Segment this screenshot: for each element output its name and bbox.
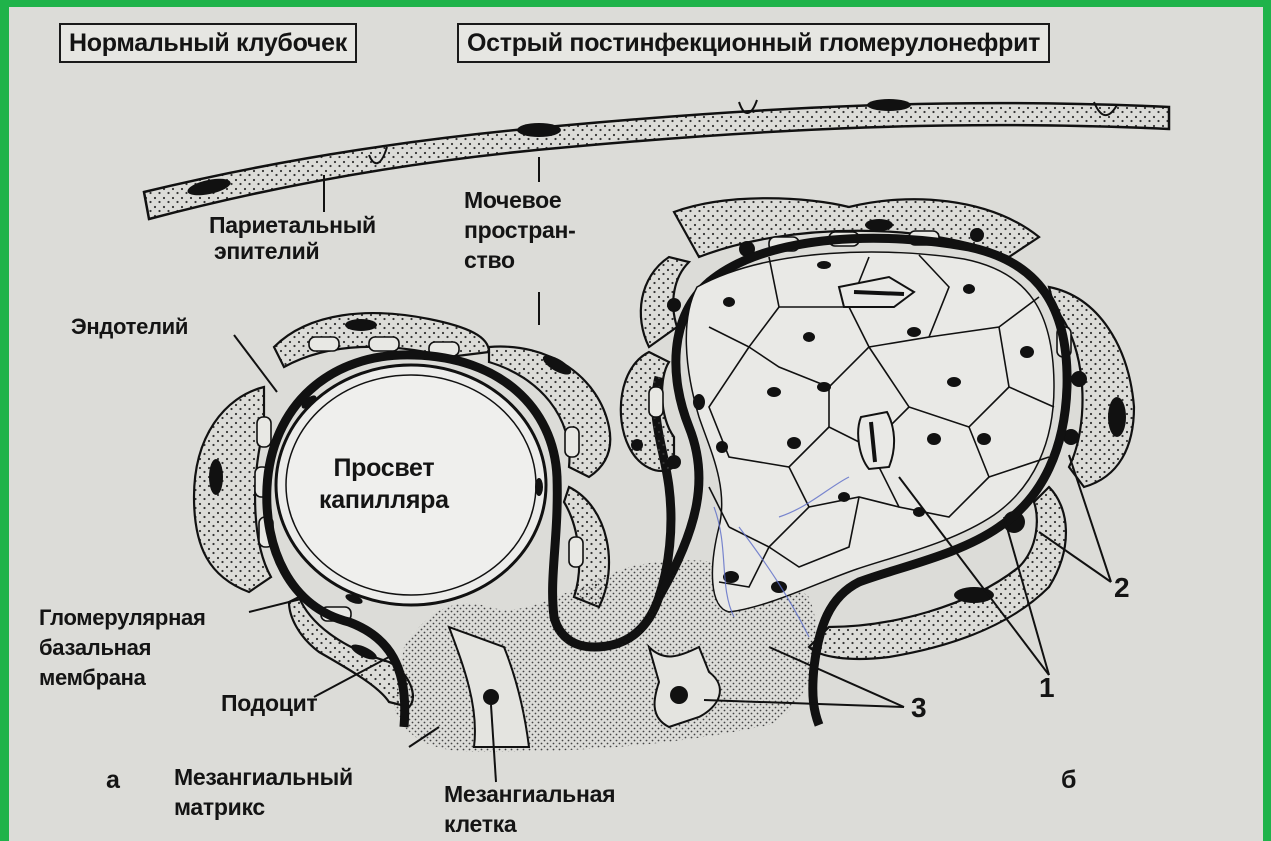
glomerulus-diagram	[9, 7, 1263, 841]
label-gbm-line2: базальная	[39, 633, 206, 663]
label-mesangial-cell-line2: клетка	[444, 809, 615, 839]
label-lumen-line1: Просвет	[319, 452, 449, 484]
label-parietal-epithelium: Париетальный эпителий	[209, 212, 376, 264]
title-post-infectious-gn: Острый постинфекционный гломерулонефрит	[457, 23, 1050, 63]
label-parietal-line1: Париетальный	[209, 212, 376, 238]
label-mesangial-cell: Мезангиальная клетка	[444, 779, 615, 839]
label-panel-b: б	[1061, 767, 1076, 793]
marker-1: 1	[1039, 675, 1054, 701]
marker-3: 3	[911, 695, 926, 721]
label-urinary-line3: ство	[464, 245, 575, 275]
label-gbm-line3: мембрана	[39, 663, 206, 693]
label-capillary-lumen: Просвет капилляра	[319, 452, 449, 516]
label-matrix-line1: Мезангиальный	[174, 762, 353, 792]
label-parietal-line2: эпителий	[214, 238, 376, 264]
label-urinary-space: Мочевое простран- ство	[464, 185, 575, 275]
label-gbm-line1: Гломерулярная	[39, 603, 206, 633]
label-urinary-line1: Мочевое	[464, 185, 575, 215]
label-gbm: Гломерулярная базальная мембрана	[39, 603, 206, 693]
label-mesangial-cell-line1: Мезангиальная	[444, 779, 615, 809]
label-urinary-line2: простран-	[464, 215, 575, 245]
label-mesangial-matrix: Мезангиальный матрикс	[174, 762, 353, 822]
label-podocyte: Подоцит	[221, 690, 317, 716]
label-panel-a: а	[106, 767, 120, 793]
label-lumen-line2: капилляра	[319, 484, 449, 516]
label-endothelium: Эндотелий	[71, 314, 188, 340]
marker-2: 2	[1114, 575, 1129, 601]
label-matrix-line2: матрикс	[174, 792, 353, 822]
title-normal-glomerulus: Нормальный клубочек	[59, 23, 357, 63]
diagram-frame: Нормальный клубочек Острый постинфекцион…	[9, 7, 1263, 841]
